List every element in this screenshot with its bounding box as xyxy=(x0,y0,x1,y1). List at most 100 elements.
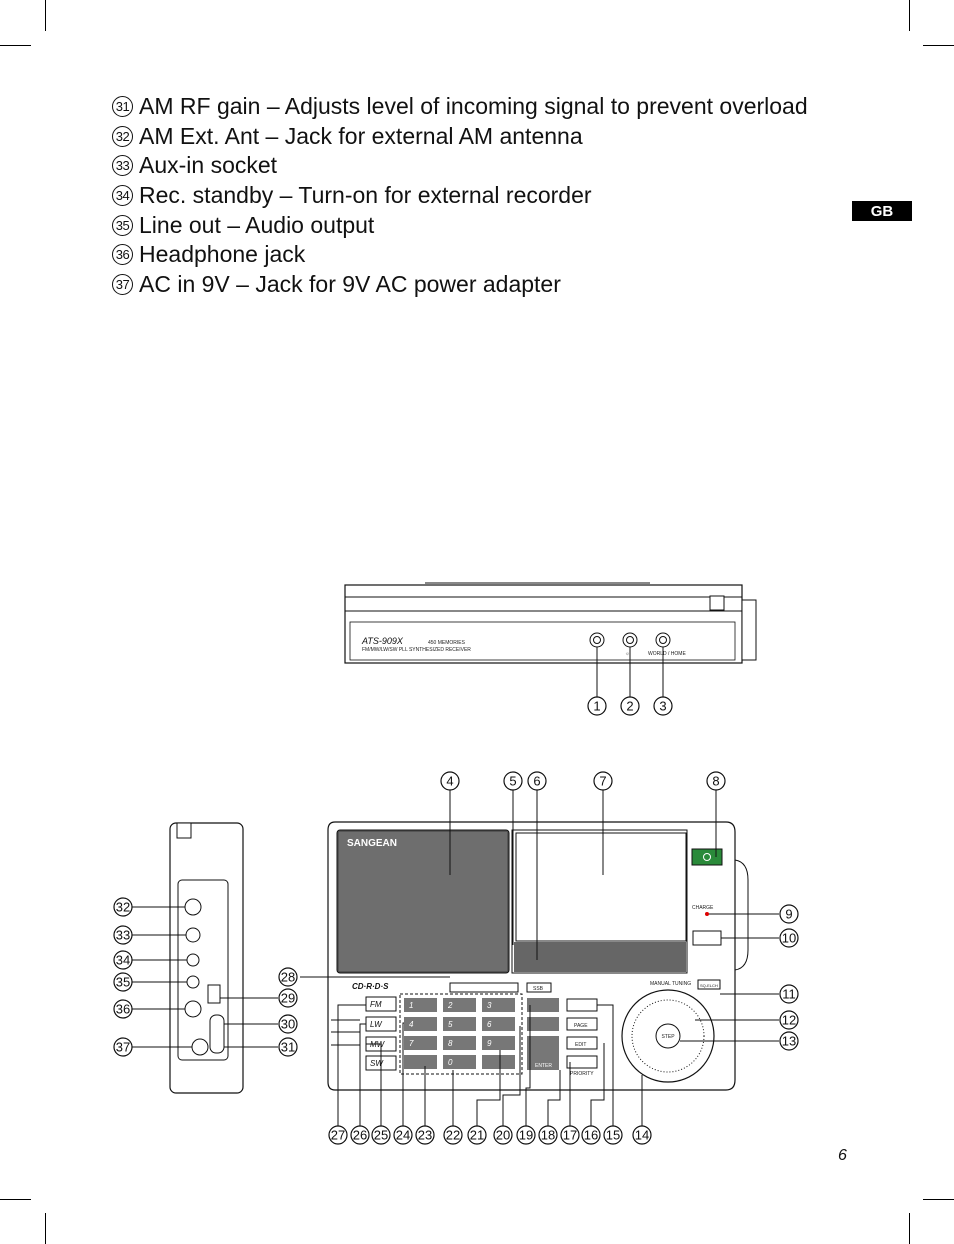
svg-text:36: 36 xyxy=(116,1002,130,1017)
svg-text:1: 1 xyxy=(593,699,600,714)
callout-26: 26 xyxy=(350,1125,370,1145)
fm-label: FM xyxy=(370,1000,382,1009)
key-4[interactable] xyxy=(404,1017,437,1031)
step-label: STEP xyxy=(661,1034,675,1040)
svg-text:5: 5 xyxy=(509,774,516,789)
callout-36: 36 xyxy=(113,999,133,1019)
line-out-jack[interactable] xyxy=(186,975,200,989)
top-button-1[interactable] xyxy=(589,632,605,648)
svg-text:32: 32 xyxy=(116,900,130,915)
top-button-3[interactable] xyxy=(655,632,671,648)
svg-text:3: 3 xyxy=(659,699,666,714)
ac-in-jack[interactable] xyxy=(191,1038,209,1056)
callout-27: 27 xyxy=(328,1125,348,1145)
svg-text:8: 8 xyxy=(448,1039,453,1048)
callout-12: 12 xyxy=(779,1010,799,1030)
enter-button[interactable] xyxy=(527,1036,559,1070)
top-button-2[interactable] xyxy=(622,632,638,648)
rec-standby-jack[interactable] xyxy=(186,953,200,967)
fm-button[interactable] xyxy=(365,996,397,1012)
band-chart-panel xyxy=(514,942,686,972)
memories-label: 450 MEMORIES xyxy=(428,640,466,646)
callout-37: 37 xyxy=(113,1037,133,1057)
svg-text:4: 4 xyxy=(409,1020,414,1029)
edit-label: EDIT xyxy=(575,1042,586,1048)
callout-34: 34 xyxy=(113,950,133,970)
key-2[interactable] xyxy=(443,998,476,1012)
key-5[interactable] xyxy=(443,1017,476,1031)
crop-mark xyxy=(909,1213,910,1244)
light-button[interactable] xyxy=(692,930,722,946)
svg-text:31: 31 xyxy=(281,1040,295,1055)
svg-text:18: 18 xyxy=(541,1128,555,1143)
receiver-label: FM/MW/LW/SW PLL SYNTHESIZED RECEIVER xyxy=(362,647,471,653)
edit-button[interactable] xyxy=(566,1036,598,1050)
squelch-button[interactable] xyxy=(697,979,721,990)
model-name: ATS-909X xyxy=(361,636,404,646)
power-button[interactable] xyxy=(691,848,723,866)
manual-tuning-label: MANUAL TUNING xyxy=(650,981,691,987)
svg-text:5: 5 xyxy=(448,1020,453,1029)
ssb-button[interactable] xyxy=(526,982,552,993)
callout-14: 14 xyxy=(632,1125,652,1145)
rds-logo: CD·R·D·S xyxy=(352,982,389,991)
callout-3: 3 xyxy=(653,696,673,716)
world-home-label: WORLD / HOME xyxy=(648,651,686,657)
legend-text: AC in 9V – Jack for 9V AC power adapter xyxy=(139,270,561,297)
ssb-label: SSB xyxy=(533,986,544,992)
legend-item: 32 AM Ext. Ant – Jack for external AM ant… xyxy=(112,122,808,152)
legend-text: Rec. standby – Turn-on for external reco… xyxy=(139,182,592,209)
svg-text:1: 1 xyxy=(409,1001,413,1010)
headphone-jack[interactable] xyxy=(184,1000,202,1018)
key-6[interactable] xyxy=(482,1017,515,1031)
callout-17: 17 xyxy=(560,1125,580,1145)
crop-mark xyxy=(0,45,31,46)
priority-button[interactable] xyxy=(566,1055,598,1069)
crop-mark xyxy=(923,45,954,46)
side-switch[interactable] xyxy=(207,984,221,1004)
lw-label: LW xyxy=(370,1020,383,1029)
callout-32: 32 xyxy=(113,897,133,917)
svg-text:17: 17 xyxy=(563,1128,577,1143)
callout-35: 35 xyxy=(113,972,133,992)
legend-number: 32 xyxy=(112,125,133,147)
svg-text:7: 7 xyxy=(409,1039,414,1048)
callout-28: 28 xyxy=(278,967,298,987)
callout-23: 23 xyxy=(415,1125,435,1145)
callout-9: 9 xyxy=(779,904,799,924)
page-label: PAGE xyxy=(574,1023,588,1029)
svg-text:33: 33 xyxy=(116,928,130,943)
svg-text:35: 35 xyxy=(116,975,130,990)
step-button[interactable] xyxy=(655,1023,681,1049)
callout-20: 20 xyxy=(493,1125,513,1145)
callout-13: 13 xyxy=(779,1031,799,1051)
rf-gain-wheel[interactable] xyxy=(209,1014,225,1054)
page-button[interactable] xyxy=(566,1017,598,1031)
am-ext-ant-jack[interactable] xyxy=(184,898,202,916)
svg-text:2: 2 xyxy=(447,1001,453,1010)
svg-text:6: 6 xyxy=(487,1020,492,1029)
callout-1: 1 xyxy=(587,696,607,716)
legend-text: Aux-in socket xyxy=(139,152,278,179)
callout-33: 33 xyxy=(113,925,133,945)
callout-10: 10 xyxy=(779,928,799,948)
enter-label: ENTER xyxy=(535,1063,552,1069)
key-8[interactable] xyxy=(443,1036,476,1050)
key-3[interactable] xyxy=(482,998,515,1012)
svg-text:0: 0 xyxy=(448,1058,453,1067)
page-number: 6 xyxy=(838,1147,847,1164)
svg-text:27: 27 xyxy=(331,1128,345,1143)
legend-number: 37 xyxy=(112,273,133,295)
key-1[interactable] xyxy=(404,998,437,1012)
svg-text:15: 15 xyxy=(606,1128,620,1143)
aux-in-jack[interactable] xyxy=(185,927,201,943)
svg-text:25: 25 xyxy=(374,1128,388,1143)
key-0[interactable] xyxy=(443,1055,476,1069)
key-9[interactable] xyxy=(482,1036,515,1050)
key-7[interactable] xyxy=(404,1036,437,1050)
legend-text: AM Ext. Ant – Jack for external AM anten… xyxy=(139,122,583,149)
